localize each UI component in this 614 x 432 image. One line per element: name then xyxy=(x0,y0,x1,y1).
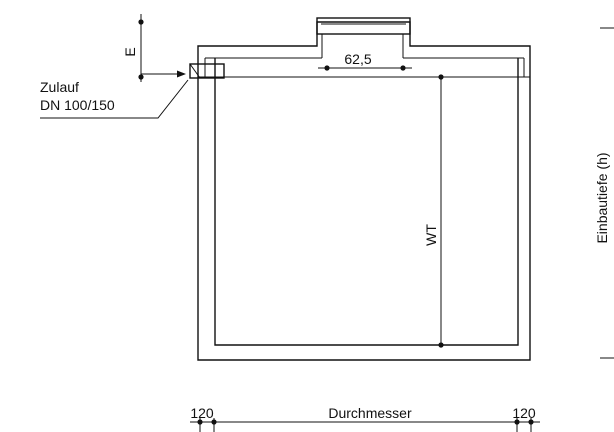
diameter-label: Durchmesser xyxy=(328,405,412,421)
water-depth-dot-bottom xyxy=(438,342,444,348)
dim-e-dot-bottom xyxy=(138,74,144,80)
dim-e-label: E xyxy=(122,47,138,56)
inlet-arrow-head xyxy=(177,70,186,78)
inlet-pipe-hatch xyxy=(189,63,201,79)
dim-e-dot-top xyxy=(138,19,144,25)
inlet-title-label: Zulauf xyxy=(40,79,79,95)
manhole-cover xyxy=(316,17,411,35)
opening-dim-dot-left xyxy=(324,65,330,71)
opening-width-label: 62,5 xyxy=(344,51,371,67)
tank-inner-wall xyxy=(214,58,519,346)
install-depth-label: Einbautiefe (h) xyxy=(594,152,610,243)
inlet-leader-line xyxy=(40,79,189,119)
water-depth-label: WT xyxy=(423,224,439,246)
tank-outer-wall xyxy=(197,21,531,361)
wall-right-label: 120 xyxy=(512,405,536,421)
wall-left-label: 120 xyxy=(190,405,214,421)
water-depth-dot-top xyxy=(438,74,444,80)
inlet-size-label: DN 100/150 xyxy=(40,97,115,113)
inlet-pipe xyxy=(189,63,225,79)
opening-dim-dot-right xyxy=(400,65,406,71)
